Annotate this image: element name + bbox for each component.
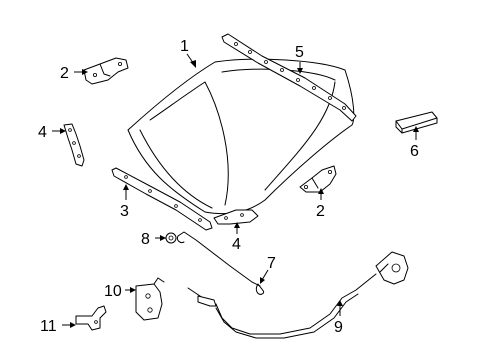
hood-hinge-left [83, 57, 129, 85]
callout-10: 10 [104, 283, 122, 300]
callout-8: 8 [141, 231, 150, 248]
callout-11: 11 [40, 318, 57, 335]
bracket-lower [213, 209, 259, 225]
seal-block [395, 111, 438, 134]
hood-seal-strip [221, 33, 357, 122]
leader-lines [52, 53, 419, 328]
callout-5: 5 [295, 44, 304, 61]
bracket-left [63, 123, 85, 167]
callout-9: 9 [334, 319, 343, 336]
callout-7: 7 [267, 255, 276, 272]
small-bracket [75, 305, 107, 331]
callout-3: 3 [120, 203, 129, 220]
callout-4-left: 4 [38, 124, 47, 141]
callout-1: 1 [180, 38, 189, 55]
hood-hinge-right [299, 165, 337, 193]
prop-rod [177, 231, 265, 295]
callout-4-lower: 4 [232, 236, 241, 253]
hood-panel [127, 58, 355, 215]
callout-labels: 1 2 2 3 4 4 5 6 7 8 9 10 11 [38, 38, 419, 336]
callout-6: 6 [410, 143, 419, 160]
callout-2-upper: 2 [60, 65, 69, 82]
release-cable [187, 251, 409, 339]
support-rail [111, 167, 213, 231]
hood-latch [135, 277, 165, 321]
callout-2-lower: 2 [316, 203, 325, 220]
grommet-clip [162, 232, 177, 244]
